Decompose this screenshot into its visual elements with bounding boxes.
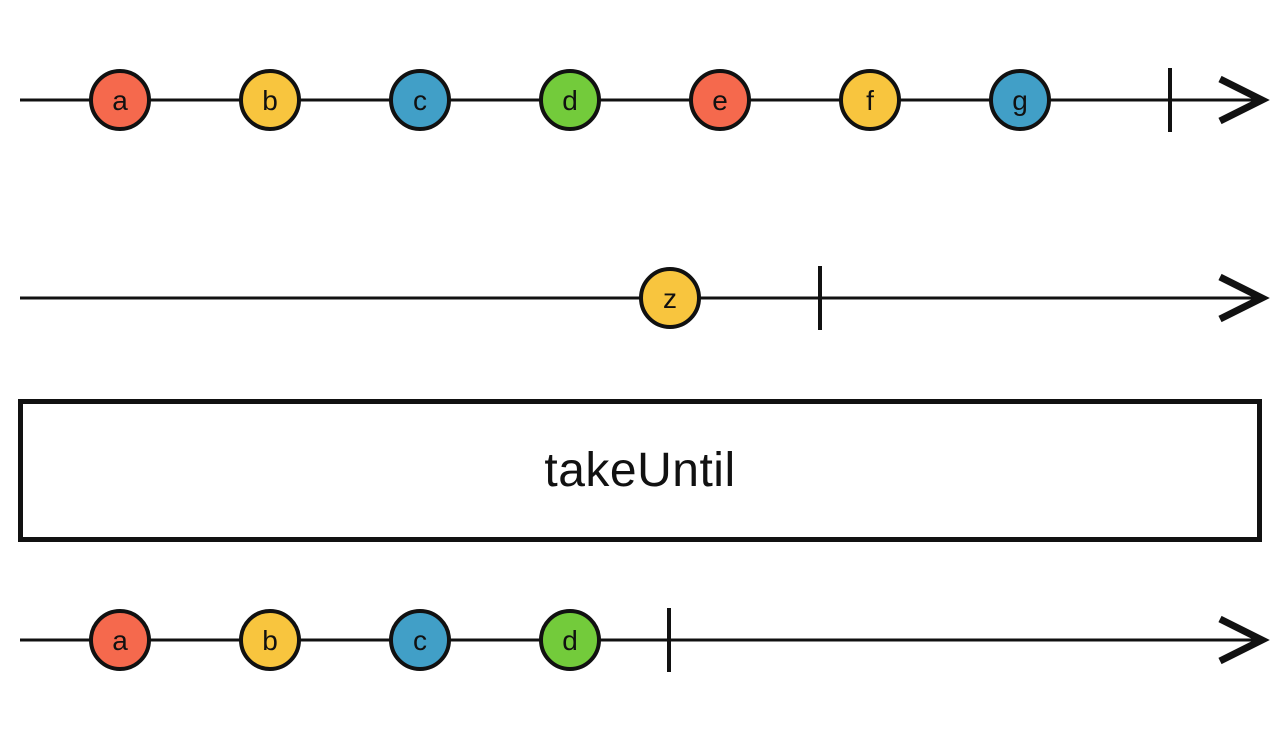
operator-box: takeUntil xyxy=(18,399,1262,542)
marble-z[interactable] xyxy=(639,267,701,329)
marble-d[interactable] xyxy=(539,609,601,671)
marble-label-f: f xyxy=(866,85,874,116)
marble-e[interactable] xyxy=(689,69,751,131)
marble-a[interactable] xyxy=(89,69,151,131)
timeline-arrowhead-icon xyxy=(1218,75,1270,125)
marble-b[interactable] xyxy=(239,609,301,671)
marble-label-b: b xyxy=(262,625,278,656)
marble-c[interactable] xyxy=(389,69,451,131)
marble-a[interactable] xyxy=(89,609,151,671)
marble-label-c: c xyxy=(413,625,427,656)
marble-label-a: a xyxy=(112,625,128,656)
source-observable-timeline: a b c d e f g xyxy=(20,68,1270,132)
notifier-observable-timeline: z xyxy=(20,266,1270,330)
timeline-arrowhead-icon xyxy=(1218,615,1270,665)
timeline-arrowhead-icon xyxy=(1218,273,1270,323)
marble-label-a: a xyxy=(112,85,128,116)
marble-label-e: e xyxy=(712,85,728,116)
marble-label-z: z xyxy=(663,283,677,314)
marble-label-g: g xyxy=(1012,85,1028,116)
output-observable-timeline: a b c d xyxy=(20,608,1270,672)
marble-label-c: c xyxy=(413,85,427,116)
marble-f[interactable] xyxy=(839,69,901,131)
marble-d[interactable] xyxy=(539,69,601,131)
marble-b[interactable] xyxy=(239,69,301,131)
marble-label-d: d xyxy=(562,85,578,116)
marble-label-d: d xyxy=(562,625,578,656)
operator-label: takeUntil xyxy=(544,444,736,497)
marble-label-b: b xyxy=(262,85,278,116)
marble-g[interactable] xyxy=(989,69,1051,131)
marble-c[interactable] xyxy=(389,609,451,671)
